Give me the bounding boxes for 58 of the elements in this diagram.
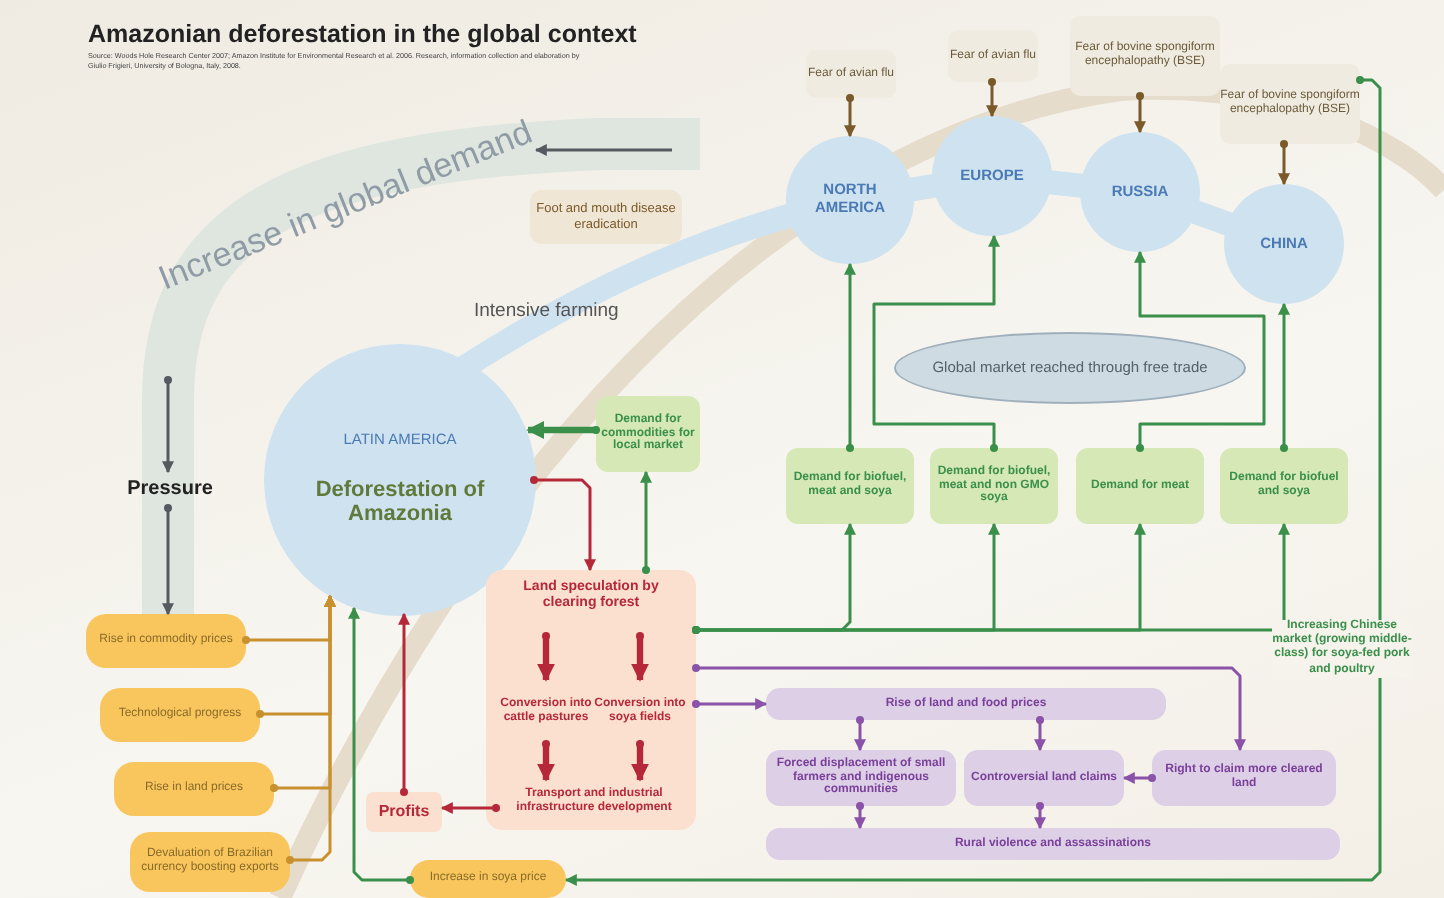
info-box (806, 50, 896, 98)
demand-box (930, 448, 1058, 524)
band-label: Intensive farming (474, 300, 619, 322)
arrow (530, 476, 596, 572)
arrow (844, 94, 856, 138)
consequence-box (766, 828, 1340, 860)
arrow (398, 612, 410, 796)
heading: Deforestation of Amazonia (313, 477, 487, 528)
factor-box (86, 614, 246, 668)
profit-box (366, 792, 442, 832)
info-box (1070, 16, 1220, 96)
demand-box (596, 396, 700, 472)
arrow (1134, 250, 1266, 452)
box-label: Profits (378, 802, 430, 822)
arrow (1278, 302, 1290, 452)
title: Amazonian deforestation in the global context (88, 20, 637, 48)
arrow (1134, 92, 1146, 134)
arrow (640, 470, 652, 574)
arrow (986, 78, 998, 118)
arrow (440, 802, 500, 814)
arrow (631, 632, 649, 682)
consequence-box (766, 750, 956, 806)
factor-box (410, 860, 566, 898)
arrow (692, 698, 768, 710)
arrow (872, 234, 1000, 452)
arrow (1278, 140, 1290, 186)
arrow (286, 594, 336, 864)
info-box (530, 190, 682, 244)
arrow (526, 421, 600, 439)
arrow (1034, 716, 1046, 752)
arrow (631, 740, 649, 782)
demand-box (1220, 448, 1348, 524)
arrow (564, 76, 1382, 886)
arrow (534, 144, 672, 156)
factor-box (130, 832, 290, 892)
info-box (1220, 64, 1360, 144)
demand-box (1076, 448, 1204, 524)
arrow (162, 504, 174, 616)
arrow (1122, 772, 1156, 784)
arrow (537, 740, 555, 782)
arrow (537, 632, 555, 682)
consequence-box (766, 688, 1166, 720)
factor-box (114, 762, 274, 816)
node-label: Pressure (127, 478, 213, 502)
consequence-box (964, 750, 1124, 806)
demand-box (786, 448, 914, 524)
arrow (854, 802, 866, 830)
arrow (692, 522, 1290, 634)
info-box (948, 30, 1038, 82)
arrow (854, 716, 866, 752)
arrow (1034, 802, 1046, 830)
consequence-box (1152, 750, 1336, 806)
arrow (692, 664, 1246, 752)
factor-box (100, 688, 260, 742)
arrow (162, 376, 174, 474)
arrow (348, 606, 414, 884)
arrow (844, 262, 856, 452)
process-panel (486, 570, 696, 830)
